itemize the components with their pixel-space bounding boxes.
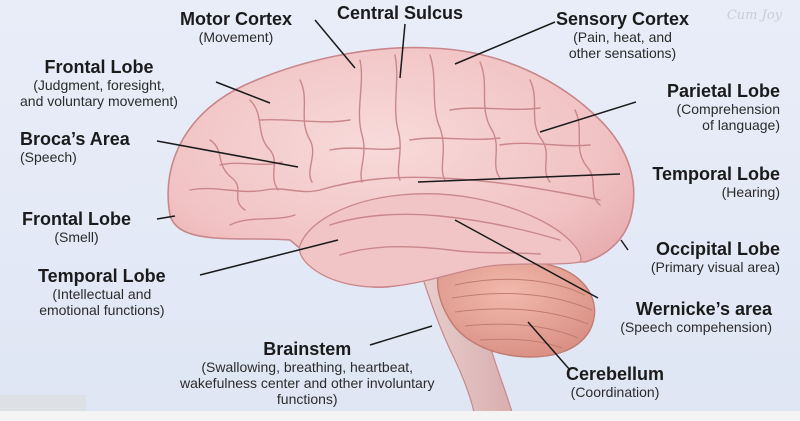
watermark-text: Cum Joy xyxy=(726,8,782,23)
label-desc: wakefulness center and other involuntary xyxy=(180,374,435,391)
label-desc: of language) xyxy=(702,116,780,133)
temporal-lobe-shape xyxy=(298,193,582,288)
label-desc: (Hearing) xyxy=(721,183,780,200)
corner-tab xyxy=(0,395,86,413)
label-motor-cortex: Motor Cortex (Movement) xyxy=(180,10,292,45)
label-title: Wernicke’s area xyxy=(635,299,772,319)
label-desc: (Smell) xyxy=(54,228,99,245)
label-desc: functions) xyxy=(276,391,338,408)
label-parietal-lobe: Parietal Lobe (Comprehension of language… xyxy=(667,82,780,133)
label-title: Motor Cortex xyxy=(180,9,292,29)
leader-parietal-lobe xyxy=(539,101,637,133)
label-title: Sensory Cortex xyxy=(556,9,690,29)
label-desc: (Intellectual and xyxy=(52,285,152,302)
label-cerebellum: Cerebellum (Coordination) xyxy=(566,365,664,400)
label-title: Parietal Lobe xyxy=(666,81,780,101)
label-title: Brainstem xyxy=(263,339,352,359)
label-title: Temporal Lobe xyxy=(652,164,780,184)
label-temporal-lobe-left: Temporal Lobe (Intellectual and emotiona… xyxy=(38,267,166,318)
label-title: Frontal Lobe xyxy=(44,57,154,77)
label-desc: (Movement) xyxy=(198,28,274,45)
label-title: Occipital Lobe xyxy=(655,239,780,259)
label-desc: (Judgment, foresight, xyxy=(33,76,165,93)
label-desc: and voluntary movement) xyxy=(20,92,178,109)
leader-brocas-area xyxy=(156,140,299,168)
leader-frontal-lobe-smell xyxy=(156,215,176,220)
label-desc: (Pain, heat, and xyxy=(573,28,672,45)
bottom-strip xyxy=(0,411,800,421)
label-desc: (Comprehension xyxy=(676,100,781,117)
label-brainstem: Brainstem (Swallowing, breathing, heartb… xyxy=(180,340,434,407)
label-title: Frontal Lobe xyxy=(22,209,131,229)
leader-wernickes-area xyxy=(454,219,599,299)
label-desc: (Primary visual area) xyxy=(650,258,780,275)
label-central-sulcus: Central Sulcus xyxy=(337,4,463,23)
leader-motor-cortex xyxy=(314,19,356,69)
label-frontal-lobe-top: Frontal Lobe (Judgment, foresight, and v… xyxy=(20,58,178,109)
leader-temporal-lobe-right xyxy=(417,173,621,183)
label-title: Temporal Lobe xyxy=(38,266,166,286)
label-occipital-lobe: Occipital Lobe (Primary visual area) xyxy=(651,240,780,275)
label-temporal-lobe-right: Temporal Lobe (Hearing) xyxy=(652,165,780,200)
label-title: Cerebellum xyxy=(566,364,665,384)
label-title: Broca’s Area xyxy=(20,129,130,149)
label-desc: (Speech) xyxy=(20,148,77,165)
leader-frontal-lobe-top xyxy=(215,81,271,104)
label-wernickes-area: Wernicke’s area (Speech compehension) xyxy=(620,300,772,335)
leader-brainstem xyxy=(369,325,433,346)
leader-cerebellum xyxy=(527,321,571,371)
leader-central-sulcus xyxy=(399,23,406,79)
leader-sensory-cortex xyxy=(454,21,556,65)
label-brocas-area: Broca’s Area (Speech) xyxy=(20,130,130,165)
label-frontal-lobe-smell: Frontal Lobe (Smell) xyxy=(22,210,131,245)
label-desc: (Coordination) xyxy=(570,383,660,400)
leader-occipital-lobe xyxy=(620,239,629,251)
label-desc: emotional functions) xyxy=(39,301,165,318)
leader-temporal-lobe-left xyxy=(199,239,339,276)
label-title: Central Sulcus xyxy=(337,3,464,23)
label-sensory-cortex: Sensory Cortex (Pain, heat, and other se… xyxy=(556,10,689,61)
label-desc: (Swallowing, breathing, heartbeat, xyxy=(201,358,414,375)
label-desc: other sensations) xyxy=(568,44,677,61)
label-desc: (Speech compehension) xyxy=(620,318,772,335)
